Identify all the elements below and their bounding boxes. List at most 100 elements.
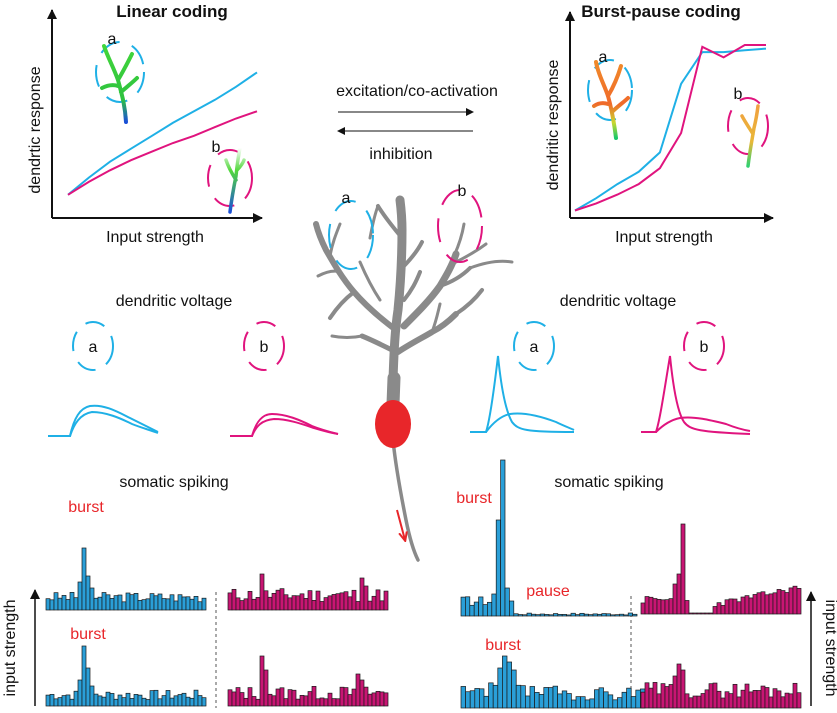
- axon-arrow: [396, 509, 405, 540]
- histogram-bar: [712, 682, 718, 709]
- histogram-bar: [614, 614, 620, 617]
- histogram-bar: [193, 596, 199, 611]
- histogram-bar: [506, 661, 512, 709]
- histogram-bar: [483, 695, 489, 709]
- histogram-bar: [379, 600, 385, 611]
- histogram-bar: [117, 694, 123, 707]
- histogram-bar: [716, 690, 722, 709]
- histogram-bar: [319, 601, 325, 611]
- histogram-bar: [630, 696, 637, 709]
- histogram-bar: [640, 691, 646, 709]
- histogram-bar: [544, 614, 550, 617]
- histogram-bar: [672, 675, 678, 709]
- histogram-bar: [680, 669, 686, 709]
- histogram-bar: [367, 600, 373, 611]
- histogram-bar: [89, 587, 95, 611]
- histogram-bar: [61, 695, 67, 707]
- histogram-bar: [594, 689, 600, 709]
- histogram-bar: [692, 612, 698, 615]
- histogram-bar: [311, 686, 317, 707]
- histogram-bar: [153, 689, 159, 707]
- center-arrows: excitation/co-activation inhibition: [336, 83, 498, 163]
- histogram-bar: [534, 692, 540, 709]
- histogram-bar: [275, 688, 281, 707]
- histogram-bar: [49, 694, 55, 707]
- histogram-bar: [584, 699, 591, 709]
- histogram-bar: [696, 695, 702, 709]
- histogram-bar: [315, 698, 321, 707]
- histogram-bar: [65, 599, 71, 611]
- histogram-bar: [339, 686, 345, 707]
- histogram-bar: [339, 592, 345, 611]
- histogram-bar: [740, 689, 746, 709]
- histogram-bar: [177, 594, 183, 611]
- histogram-bar: [161, 598, 167, 611]
- burst-series-b-line: [574, 44, 766, 212]
- neuron: a b: [313, 183, 514, 562]
- histogram-bar: [607, 694, 614, 709]
- histogram-bar: [133, 694, 139, 707]
- histogram-bar: [125, 692, 131, 707]
- histogram-bar: [279, 588, 285, 611]
- histogram-bar: [367, 693, 373, 707]
- histogram-bar: [756, 690, 762, 709]
- voltage-spike-trace-a: [470, 355, 575, 433]
- histogram-bar: [359, 577, 365, 611]
- histogram-bar: [77, 679, 83, 707]
- histogram-bar: [97, 596, 103, 611]
- linear-dendrite-a-inset: a: [95, 31, 145, 124]
- histogram-bar: [165, 690, 171, 707]
- histogram-bar: [724, 599, 730, 615]
- voltage-slow-trace-b: [641, 416, 751, 433]
- histogram-bar: [744, 595, 750, 615]
- histogram-bar: [772, 688, 778, 709]
- histogram-bar: [259, 655, 265, 707]
- histogram-bar: [227, 689, 233, 707]
- histogram-bar: [796, 588, 802, 615]
- voltage-left-label-a: a: [89, 339, 98, 356]
- histogram-bar: [623, 614, 629, 617]
- histogram-bar: [145, 598, 151, 611]
- histogram-bar: [796, 692, 802, 709]
- burst-pause-coding-title: Burst-pause coding: [581, 2, 741, 21]
- histogram-bar: [375, 690, 381, 707]
- histogram-bar: [566, 693, 572, 709]
- histogram-bar: [49, 599, 55, 611]
- histogram-bar: [109, 693, 115, 707]
- histogram-bar: [323, 698, 329, 707]
- histogram-bar: [291, 595, 297, 611]
- histogram-bar: [704, 612, 710, 615]
- histogram-bar: [469, 690, 476, 709]
- histogram-bar: [101, 696, 107, 707]
- histogram-bar: [113, 698, 119, 707]
- histogram-bar: [85, 575, 91, 611]
- histogram-bar: [239, 692, 245, 707]
- histogram-bar: [383, 590, 389, 611]
- histogram-bar: [632, 613, 638, 617]
- histogram-bar: [287, 689, 293, 707]
- histogram-bar: [189, 598, 195, 611]
- voltage-spike-trace-b: [641, 355, 751, 435]
- histogram-bar: [153, 595, 159, 611]
- histogram-bar: [580, 696, 586, 709]
- histogram-bar: [145, 699, 151, 707]
- histogram-bar: [327, 692, 333, 707]
- histogram-bar: [235, 687, 241, 707]
- histogram-bar: [680, 523, 686, 615]
- histogram-bar: [626, 687, 632, 709]
- histogram-bar: [664, 599, 670, 615]
- burst-label-right-top: burst: [456, 490, 492, 507]
- histogram-bar: [648, 687, 654, 709]
- histogram-bar: [732, 683, 738, 709]
- histogram-bar: [700, 693, 706, 709]
- voltage-right-label-a: a: [530, 339, 539, 356]
- histogram-bar: [227, 592, 233, 611]
- histogram-bar: [539, 613, 545, 617]
- burst-dendrite-a-inset: a: [587, 49, 633, 140]
- histogram-bar: [644, 682, 650, 709]
- histogram-bar: [263, 590, 269, 611]
- histogram-bar: [652, 598, 658, 615]
- input-strength-label-left: input strength: [2, 600, 19, 697]
- histogram-bar: [672, 583, 678, 615]
